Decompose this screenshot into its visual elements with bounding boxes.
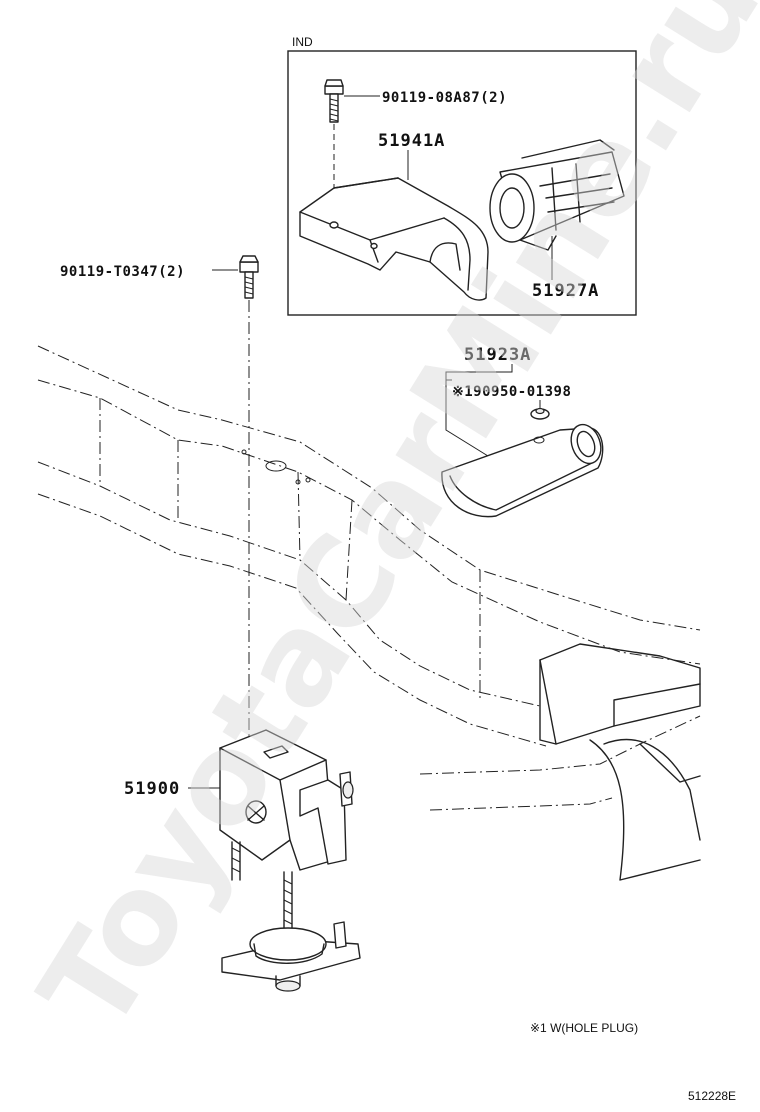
hole-plug-icon xyxy=(530,407,550,420)
sleeve-51927a xyxy=(489,139,625,251)
carrier-51900 xyxy=(219,729,361,992)
inset-tag: IND xyxy=(292,35,313,49)
bracket-51941a xyxy=(299,177,489,301)
sleeve-label: 51927A xyxy=(532,281,599,301)
cover-bracket-line xyxy=(445,364,513,457)
footnote: ※1 W(HOLE PLUG) xyxy=(530,1021,638,1035)
inset-panel: IND 90119-08A87(2) 51941A xyxy=(287,35,637,316)
inset-bolt-label: 90119-08A87(2) xyxy=(382,90,507,106)
main-bolt-icon xyxy=(239,255,259,299)
inset-frame xyxy=(287,50,637,316)
bracket-label: 51941A xyxy=(378,131,445,151)
frame-rail xyxy=(37,345,701,881)
cover-51923a xyxy=(441,423,604,518)
carrier-label: 51900 xyxy=(124,779,180,799)
figure-id: 512228E xyxy=(688,1089,736,1103)
hole-plug-label: ※190950-01398 xyxy=(452,384,571,400)
cover-label: 51923A xyxy=(464,345,531,365)
inset-bolt-icon xyxy=(324,79,344,123)
main-bolt-label: 90119-T0347(2) xyxy=(60,264,185,280)
